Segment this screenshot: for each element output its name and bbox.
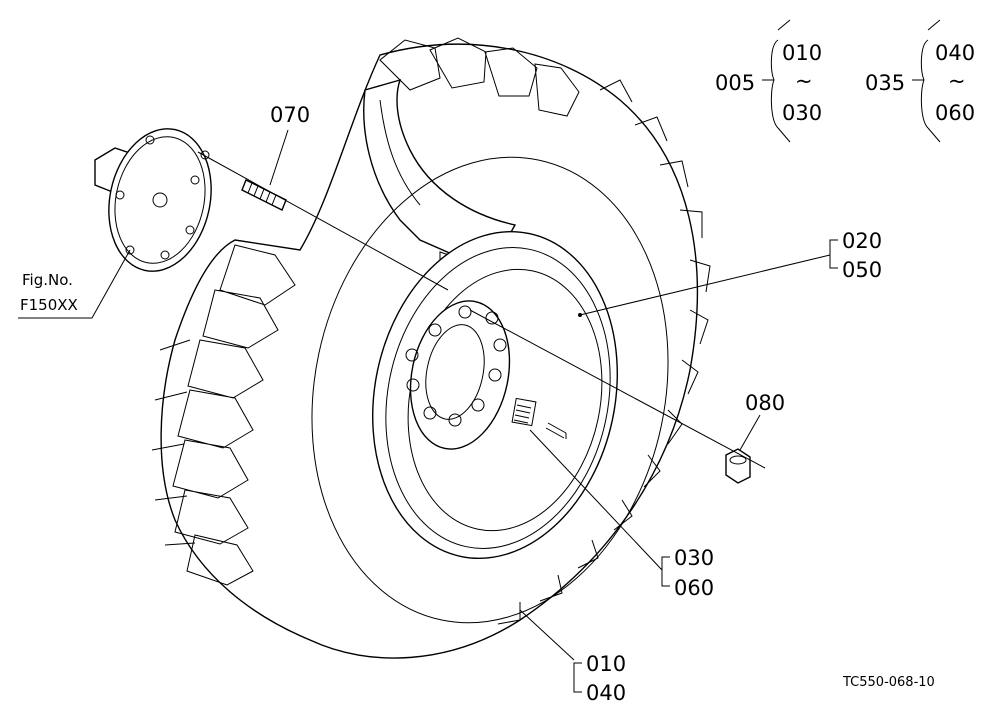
label-050: 050 — [842, 258, 882, 282]
label-080: 080 — [745, 391, 785, 415]
wheel-nut — [725, 448, 751, 484]
label-005-range-bottom: 030 — [782, 101, 822, 125]
label-060: 060 — [674, 576, 714, 600]
label-030: 030 — [674, 546, 714, 570]
label-010: 010 — [586, 652, 626, 676]
fig-reference-line2: F150XX — [20, 296, 78, 314]
rim-bolt-holes — [405, 305, 507, 427]
wheel-rim — [372, 230, 618, 560]
fig-reference-line1: Fig.No. — [22, 271, 73, 289]
label-005-range-sep: ~ — [795, 69, 813, 93]
label-035-range-bottom: 060 — [935, 101, 975, 125]
drawing-code: TC550-068-10 — [842, 675, 935, 690]
label-020: 020 — [842, 229, 882, 253]
label-005-range-top: 010 — [782, 41, 822, 65]
label-040: 040 — [586, 681, 626, 705]
label-035-range-top: 040 — [935, 41, 975, 65]
label-035-range-sep: ~ — [948, 69, 966, 93]
label-035: 035 — [865, 71, 905, 95]
label-070: 070 — [270, 103, 310, 127]
wheel-hub — [94, 128, 212, 272]
label-005: 005 — [715, 71, 755, 95]
leader-lines — [18, 19, 941, 693]
stud-bolt — [241, 179, 287, 211]
